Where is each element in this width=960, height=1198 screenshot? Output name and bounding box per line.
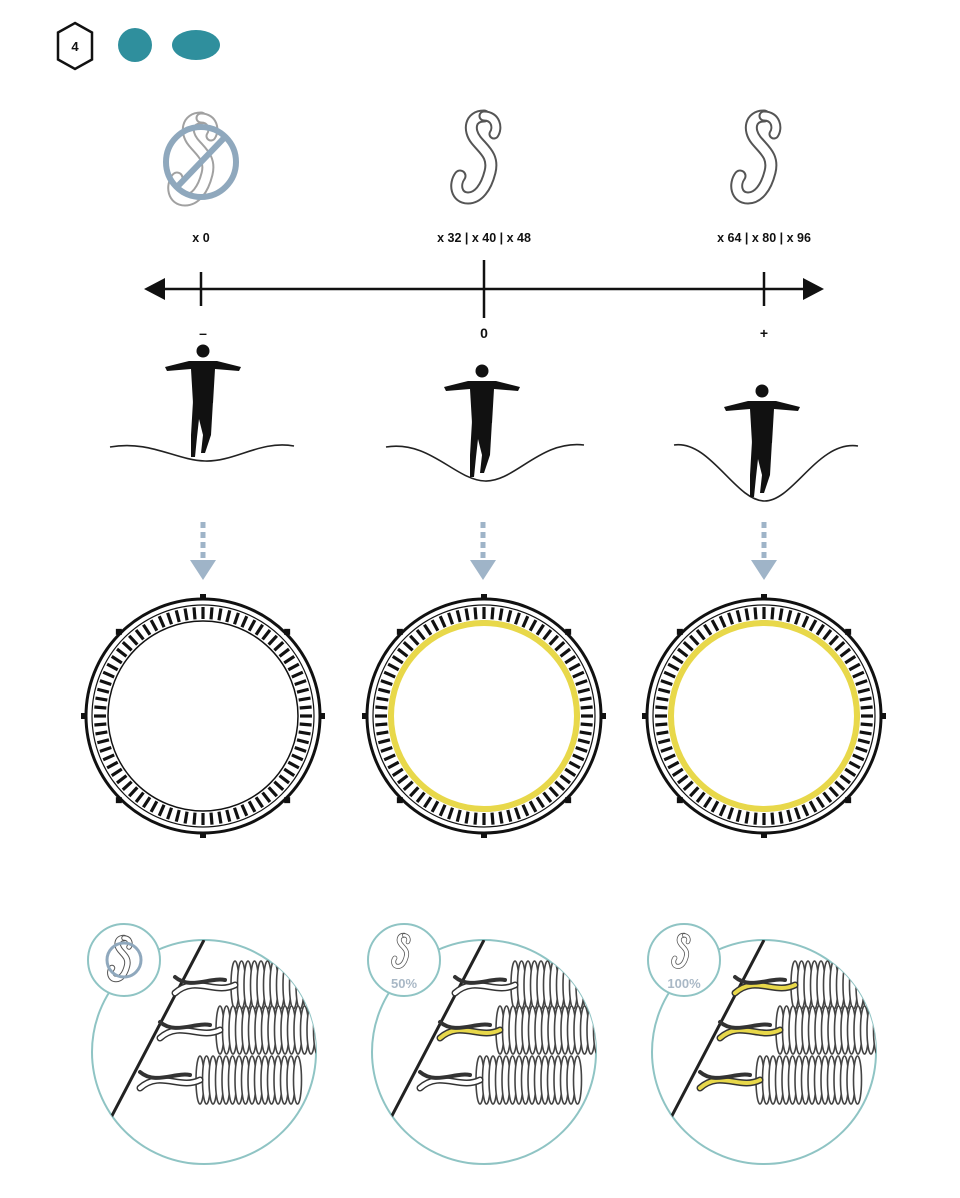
down-arrow-icon — [470, 522, 496, 580]
trampoline-top-view — [81, 594, 325, 838]
hook-prohibited-badge-icon — [87, 923, 161, 997]
down-arrow-icon — [190, 522, 216, 580]
hook-prohibited-icon — [163, 118, 239, 200]
spring-hook-zoom-detail — [647, 923, 877, 1165]
jumper-low-tension — [109, 344, 295, 462]
down-arrow-icon — [751, 522, 777, 580]
step-number: 4 — [71, 39, 79, 54]
spring-hook-zoom-detail — [367, 923, 597, 1165]
trampoline-top-view — [642, 594, 886, 838]
scale-mark-minus: – — [199, 325, 207, 341]
s-hook-icon — [737, 116, 776, 198]
scale-mark-zero: 0 — [480, 325, 488, 341]
scale-mark-plus: + — [760, 325, 768, 341]
hook-count-label: x 0 — [192, 231, 209, 245]
tension-scale-axis — [144, 260, 824, 318]
hook-count-label: x 64 | x 80 | x 96 — [717, 231, 811, 245]
teal-dot-icon — [118, 28, 152, 62]
trampoline-top-view — [362, 594, 606, 838]
jumper-high-tension — [673, 384, 859, 502]
hook-count-label: x 32 | x 40 | x 48 — [437, 231, 531, 245]
s-hook-icon — [457, 116, 496, 198]
teal-oval-icon — [172, 30, 220, 60]
step-number-badge: 4 — [56, 21, 94, 71]
spring-hook-zoom-detail — [87, 923, 317, 1165]
s-hook-badge-icon — [367, 923, 441, 997]
s-hook-badge-icon — [647, 923, 721, 997]
jumper-medium-tension — [385, 364, 585, 482]
hooks-installed-percent-label: 100% — [667, 976, 701, 991]
hooks-installed-percent-label: 50% — [391, 976, 417, 991]
